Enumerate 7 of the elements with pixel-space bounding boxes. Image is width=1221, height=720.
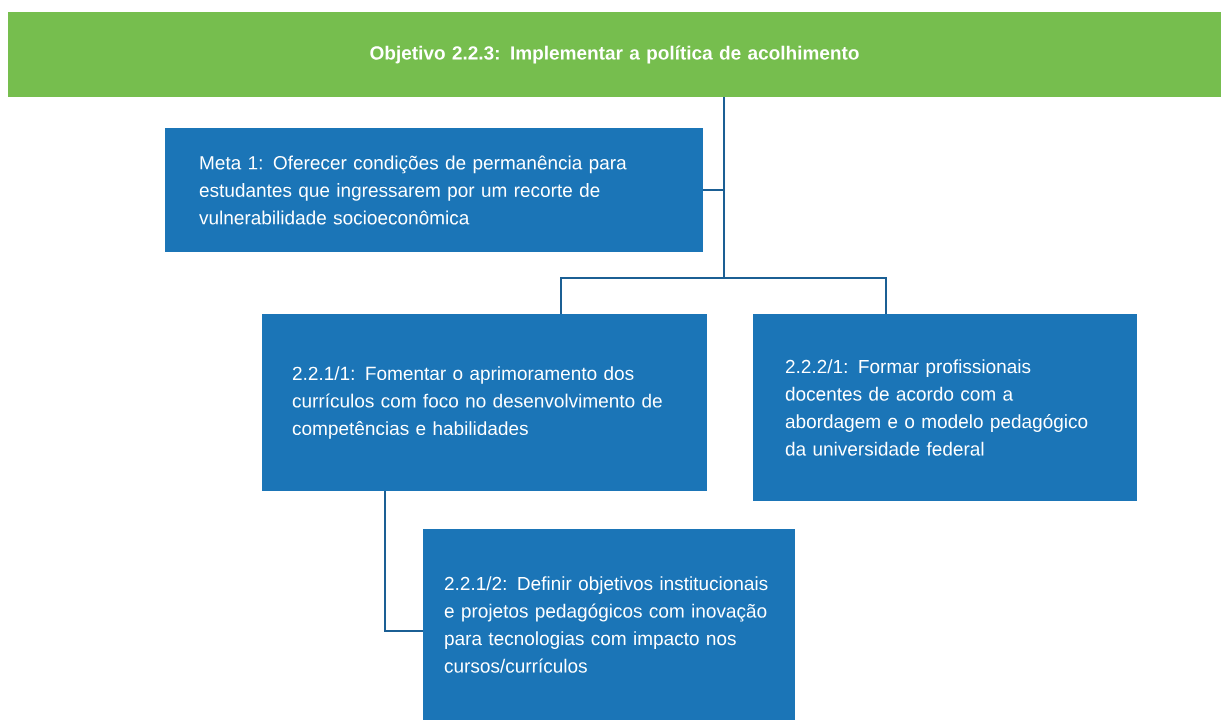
goal-box: 2.2.2/1: Formar profissionais docentes de acordo com a abordagem e o modelo pedagógico da universidade federal — [753, 314, 1137, 501]
goal-box: 2.2.1/1: Fomentar o aprimoramento dos currículos com foco no desenvolvimento de competências e habilidades — [262, 314, 707, 491]
connector-line — [723, 96, 887, 315]
connector-line — [384, 490, 424, 632]
title-banner: Objetivo 2.2.3: Implementar a política de acolhimento — [8, 12, 1221, 97]
goal-box: 2.2.1/2: Definir objetivos institucionais e projetos pedagógicos com inovação para tecnologias com impacto nos cursos/currículos — [423, 529, 795, 720]
goal-box: Meta 1: Oferecer condições de permanência para estudantes que ingressarem por um recorte de vulnerabilidade socioeconômica — [165, 128, 703, 252]
